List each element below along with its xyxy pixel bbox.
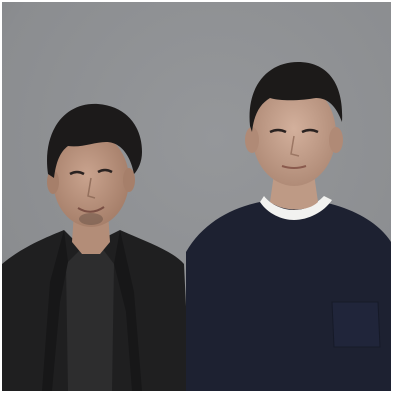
right-hair xyxy=(249,62,343,132)
left-lapel-left xyxy=(42,230,68,391)
right-ear-l xyxy=(245,127,259,153)
right-eye-r xyxy=(301,128,319,134)
right-sweater xyxy=(186,202,391,391)
left-ear-r xyxy=(123,168,135,192)
right-ear-r xyxy=(329,127,343,153)
left-eye-r xyxy=(97,168,113,174)
left-beard xyxy=(79,213,103,225)
right-mouth xyxy=(281,165,307,169)
person-right xyxy=(186,62,391,391)
right-collar xyxy=(260,196,332,220)
left-lapel-right xyxy=(114,230,142,391)
left-mouth xyxy=(77,206,105,213)
left-shirt xyxy=(66,248,114,391)
right-pocket xyxy=(331,301,381,348)
right-nose xyxy=(290,135,300,157)
person-left xyxy=(2,103,190,391)
left-hair xyxy=(47,103,142,178)
left-ear-l xyxy=(47,170,59,194)
left-eye-l xyxy=(69,170,85,176)
portrait-photo xyxy=(2,2,391,391)
right-face xyxy=(252,82,336,186)
right-eye-l xyxy=(269,128,287,134)
left-nose xyxy=(87,177,96,199)
